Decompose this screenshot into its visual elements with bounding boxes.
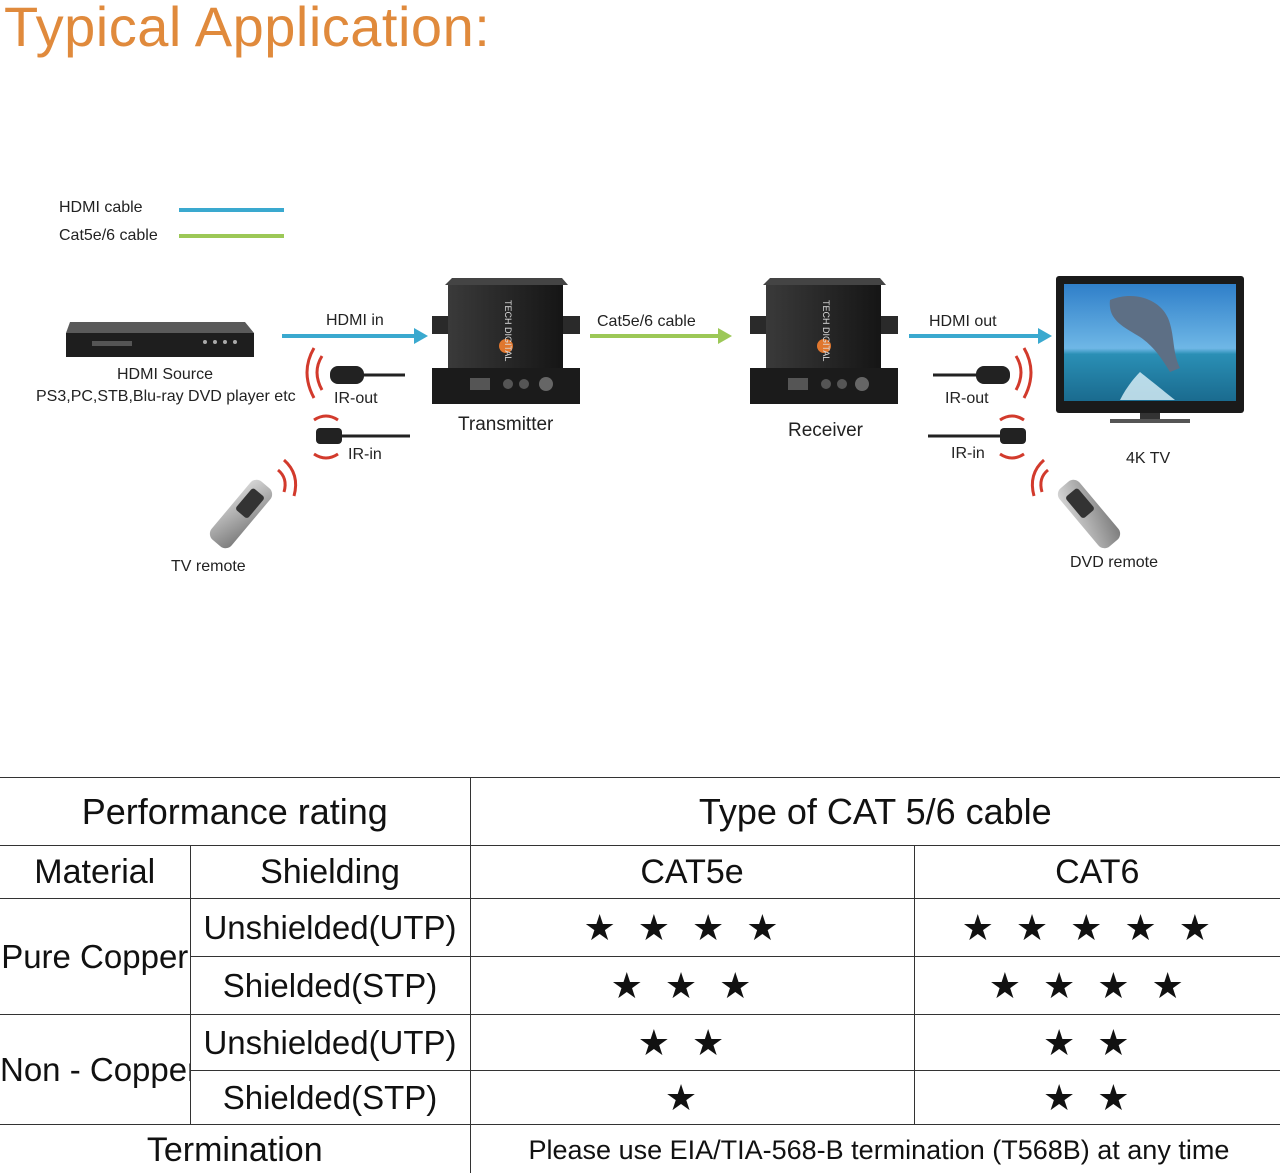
star-icon: ★ [1042, 1076, 1098, 1118]
star-icon: ★ [664, 1076, 720, 1118]
tv-icon [1056, 276, 1244, 423]
star-icon: ★ [1042, 964, 1098, 1006]
table-row: Shielded(STP) ★ ★★ [0, 1070, 1280, 1125]
tv-remote-icon [209, 458, 298, 549]
cat-cable-arrow [590, 328, 732, 344]
rating-stars-cat6: ★★★★ [913, 956, 1280, 1015]
source-label-line1: HDMI Source [117, 366, 214, 383]
shielding-cell: Unshielded(UTP) [189, 898, 471, 957]
connection-diagram: TECH DIGITAL TECH DIGITAL [66, 208, 1244, 549]
star-icon: ★ [637, 906, 693, 948]
hdmi-in-label: HDMI in [326, 312, 384, 329]
table-row: Shielded(STP) ★★★ ★★★★ [0, 956, 1280, 1015]
dvd-remote-label: DVD remote [1070, 554, 1159, 571]
source-label-line2: PS3,PC,STB,Blu-ray DVD player etc [36, 388, 296, 405]
hdmi-out-label: HDMI out [929, 313, 997, 330]
star-icon: ★ [1015, 906, 1071, 948]
rating-stars-cat5e: ★ [469, 1070, 915, 1125]
ir-in-left-label: IR-in [348, 446, 382, 463]
material-cell: Non - Copper [0, 1014, 191, 1125]
star-icon: ★ [1070, 906, 1125, 948]
shielding-cell: Shielded(STP) [189, 956, 471, 1015]
transmitter-device-icon: TECH DIGITAL [432, 278, 580, 404]
shielding-header: Shielding [189, 845, 471, 899]
ir-in-right-label: IR-in [951, 445, 985, 462]
star-icon: ★ [610, 964, 665, 1006]
table-row: Pure Copper Unshielded(UTP) ★★★★ ★★★★★ [0, 898, 1280, 1015]
rating-stars-cat5e: ★★★★ [469, 898, 915, 957]
shielding-cell: Unshielded(UTP) [189, 1014, 471, 1071]
star-icon: ★ [664, 964, 720, 1006]
hdmi-out-arrow [909, 328, 1052, 344]
page-title: Typical Application: [4, 0, 491, 58]
receiver-device-icon: TECH DIGITAL [750, 278, 898, 404]
cat-cable-label: Cat5e/6 cable [597, 313, 696, 330]
performance-rating-header: Performance rating [0, 777, 471, 846]
tv-label: 4K TV [1126, 450, 1171, 467]
star-icon: ★ [1097, 1021, 1152, 1063]
legend-hdmi-label: HDMI cable [59, 199, 143, 216]
rating-stars-cat6: ★★★★★ [913, 898, 1280, 957]
hdmi-source-device-icon [66, 322, 254, 357]
ir-out-right-sensor-icon [933, 347, 1033, 399]
star-icon: ★ [1097, 1076, 1152, 1118]
star-icon: ★ [1042, 1021, 1098, 1063]
rating-stars-cat6: ★★ [913, 1070, 1280, 1125]
rating-stars-cat5e: ★★ [469, 1014, 915, 1071]
termination-text: Please use EIA/TIA-568-B termination (T5… [469, 1124, 1280, 1173]
tv-remote-label: TV remote [171, 558, 246, 575]
material-cell: Pure Copper [0, 898, 191, 1015]
shielding-cell: Shielded(STP) [189, 1070, 471, 1125]
table-row: Non - Copper Unshielded(UTP) ★★ ★★ [0, 1014, 1280, 1125]
cat5e-header: CAT5e [469, 845, 915, 899]
star-icon: ★ [583, 906, 638, 948]
receiver-label: Receiver [788, 420, 863, 441]
star-icon: ★ [961, 906, 1016, 948]
rating-stars-cat6: ★★ [913, 1014, 1280, 1071]
svg-text:TECH DIGITAL: TECH DIGITAL [821, 300, 831, 361]
ir-in-left-sensor-icon [313, 414, 410, 460]
star-icon: ★ [692, 1021, 747, 1063]
star-icon: ★ [1097, 964, 1152, 1006]
hdmi-in-arrow [282, 328, 428, 344]
ir-out-right-label: IR-out [945, 390, 989, 407]
cable-type-header: Type of CAT 5/6 cable [469, 777, 1280, 846]
dvd-remote-icon [1030, 458, 1121, 549]
star-icon: ★ [1151, 964, 1206, 1006]
material-header: Material [0, 845, 191, 899]
legend-cat-label: Cat5e/6 cable [59, 227, 158, 244]
star-icon: ★ [746, 906, 801, 948]
star-icon: ★ [1178, 906, 1233, 948]
cat6-header: CAT6 [913, 845, 1280, 899]
star-icon: ★ [1124, 906, 1179, 948]
performance-table: Performance rating Type of CAT 5/6 cable… [0, 777, 1280, 1173]
star-icon: ★ [719, 964, 774, 1006]
ir-in-right-sensor-icon [928, 414, 1026, 460]
ir-out-left-sensor-icon [305, 347, 405, 399]
star-icon: ★ [637, 1021, 693, 1063]
svg-text:TECH DIGITAL: TECH DIGITAL [503, 300, 513, 361]
rating-stars-cat5e: ★★★ [469, 956, 915, 1015]
termination-label: Termination [0, 1124, 471, 1173]
star-icon: ★ [692, 906, 747, 948]
star-icon: ★ [988, 964, 1043, 1006]
ir-out-left-label: IR-out [334, 390, 378, 407]
transmitter-label: Transmitter [458, 414, 554, 435]
